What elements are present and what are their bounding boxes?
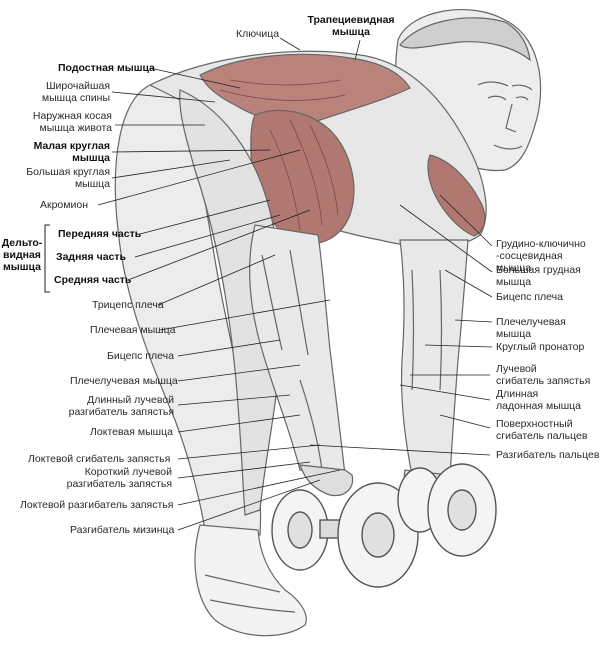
dumbbells-illustration [271, 463, 497, 588]
label-razgibatel-paltsev: Разгибатель пальцев [496, 449, 600, 461]
label-deltovidnaya: Дельто- видная мышца [1, 237, 43, 273]
label-shirochayshaya: Широчайшая мышца спины [41, 80, 110, 104]
label-kruglyy-pronator: Круглый пронатор [496, 341, 585, 353]
label-dlinnyy-luchevoy: Длинный лучевой разгибатель запястья [68, 394, 174, 418]
label-loktevoy-razgibatel: Локтевой разгибатель запястья [20, 499, 174, 511]
label-plecheluchevaya-left: Плечелучевая мышца [70, 375, 178, 387]
label-zadnyaya: Задняя часть [56, 251, 126, 263]
label-naruzhnaya-kosaya: Наружная косая мышца живота [32, 110, 112, 134]
label-malaya-kruglaya: Малая круглая мышца [33, 140, 110, 164]
label-klyuchitsa: Ключица [236, 28, 280, 40]
label-bolshaya-kruglaya: Большая круглая мышца [26, 166, 110, 190]
label-bolshaya-grudnaya: Большая грудная мышца [496, 264, 581, 288]
label-dlinnaya-ladonnaya: Длинная ладонная мышца [496, 388, 582, 412]
label-luchevoy-sgibatel: Лучевой сгибатель запястья [496, 363, 591, 387]
label-loktevaya: Локтевая мышца [90, 426, 173, 438]
deltoid-bracket [44, 224, 50, 293]
label-korotkiy-luchevoy: Короткий лучевой разгибатель запястья [66, 466, 172, 490]
label-perednyaya: Передняя часть [58, 228, 142, 240]
leader-lines [97, 37, 493, 531]
label-triceps: Трицепс плеча [92, 299, 164, 311]
legs-illustration [114, 84, 307, 637]
left-arm-illustration [249, 224, 354, 497]
label-biceps-right: Бицепс плеча [496, 291, 563, 303]
label-loktevoy-sgibatel: Локтевой сгибатель запястья [28, 453, 171, 465]
label-akromion: Акромион [40, 199, 88, 211]
label-srednyaya: Средняя часть [54, 274, 132, 286]
label-podostnaya: Подостная мышца [58, 62, 155, 74]
label-plecheluchevaya-right: Плечелучевая мышца [496, 316, 566, 340]
label-razgibatel-mizintsa: Разгибатель мизинца [70, 524, 175, 536]
label-plechevaya: Плечевая мышца [90, 324, 176, 336]
label-grudino: Грудино-ключично -сосцевидная мышца [496, 238, 586, 274]
label-poverkhnostnyy: Поверхностный сгибатель пальцев [496, 418, 588, 442]
label-biceps-left: Бицепс плеча [107, 350, 174, 362]
label-trapetsievidnaya: Трапециевидная мышца [307, 14, 395, 38]
